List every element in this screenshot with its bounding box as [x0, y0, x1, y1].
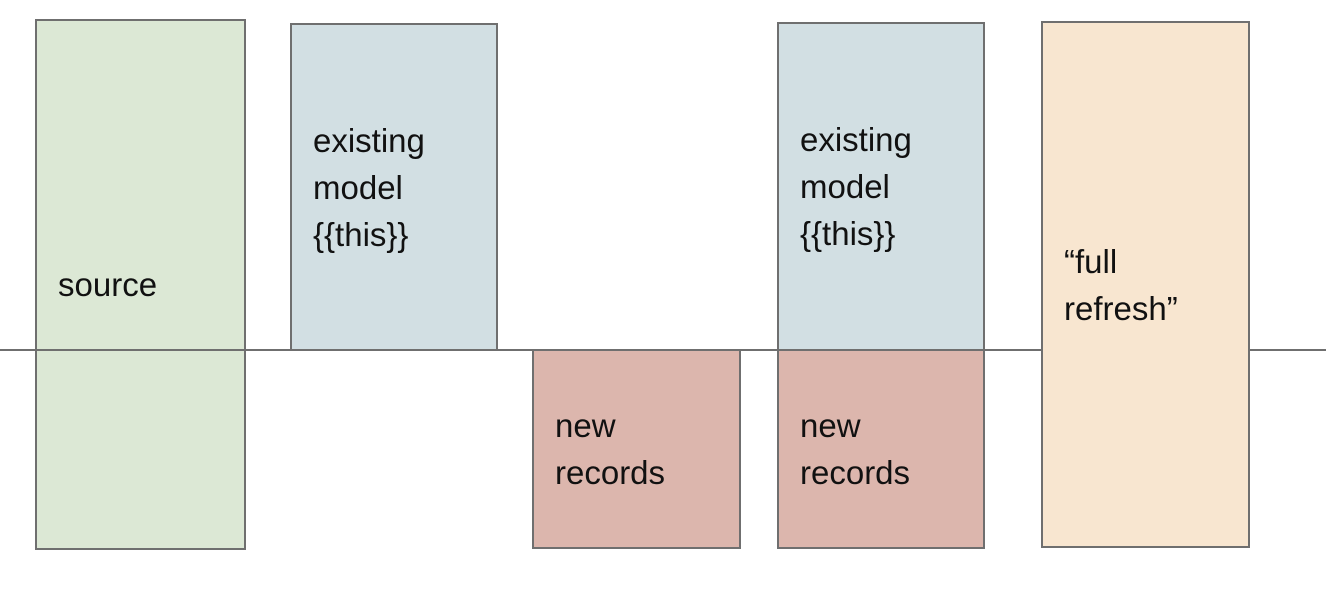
full-refresh-label-line1: “full	[1064, 242, 1118, 280]
existing-model-label-line3: {{this}}	[313, 215, 409, 253]
existing-model-label-line3: {{this}}	[800, 215, 896, 252]
existing-model-box-right: existing model {{this}}	[777, 22, 985, 351]
new-records-box-left: new records	[532, 349, 741, 549]
existing-model-label-line2: model	[313, 168, 403, 206]
existing-model-box-left: existing model {{this}}	[290, 23, 498, 351]
new-records-box-right: new records	[777, 349, 985, 549]
new-records-label-line2: records	[800, 454, 911, 491]
new-records-label-line2: records	[555, 454, 666, 491]
source-box-label: source	[58, 266, 158, 303]
new-records-label-line1: new	[555, 407, 616, 444]
source-box: source	[35, 19, 246, 550]
existing-model-label-line2: model	[800, 168, 890, 205]
new-records-label-line1: new	[800, 407, 861, 444]
full-refresh-label-line2: refresh”	[1064, 289, 1178, 327]
existing-model-label-line1: existing	[313, 121, 425, 159]
full-refresh-box: “full refresh”	[1041, 21, 1250, 548]
existing-model-label-line1: existing	[800, 121, 912, 158]
